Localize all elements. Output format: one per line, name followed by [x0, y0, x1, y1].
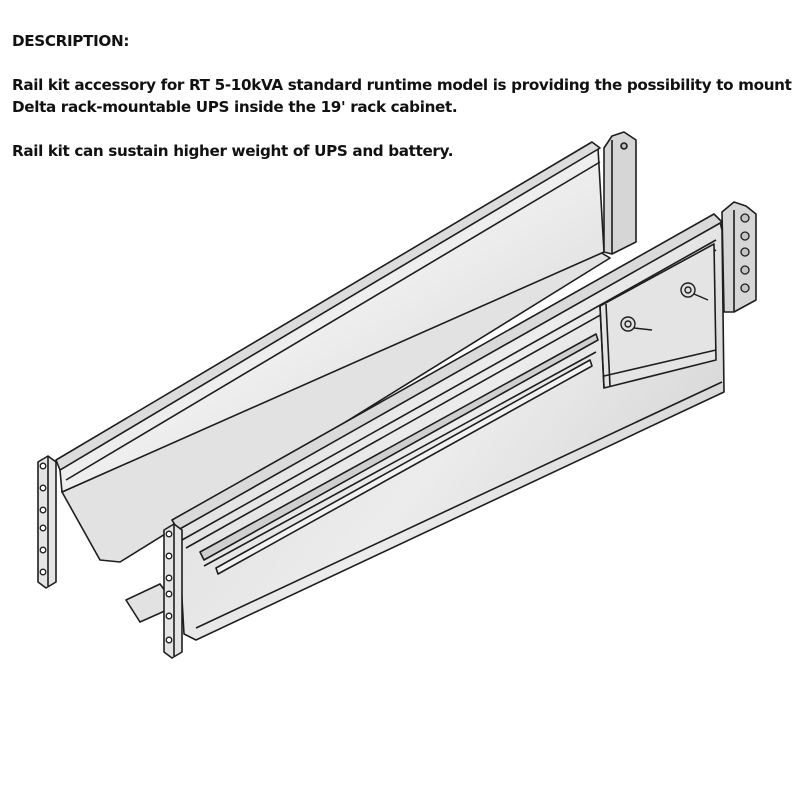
thumb-screw-upper	[680, 282, 709, 301]
back-rail-front-ear	[37, 455, 57, 589]
front-rail	[125, 201, 757, 659]
thumb-screw-lower	[620, 316, 653, 332]
front-rail-ear-holes	[165, 530, 173, 644]
front-rail-rear-bracket	[721, 201, 757, 313]
description-text: DESCRIPTION: Rail kit accessory for RT 5…	[12, 30, 792, 162]
description-paragraph-1-line-2: Delta rack-mountable UPS inside the 19' …	[12, 98, 458, 116]
back-rail	[37, 131, 637, 589]
description-heading: DESCRIPTION:	[12, 32, 130, 50]
description-paragraph-2: Rail kit can sustain higher weight of UP…	[12, 142, 454, 160]
description-paragraph-1-line-1: Rail kit accessory for RT 5-10kVA standa…	[12, 76, 792, 94]
back-rail-ear-holes	[39, 462, 47, 576]
back-rail-rear-bracket	[603, 131, 637, 255]
front-rail-rear-bracket-holes	[740, 213, 750, 293]
front-rail-slot	[215, 359, 593, 575]
